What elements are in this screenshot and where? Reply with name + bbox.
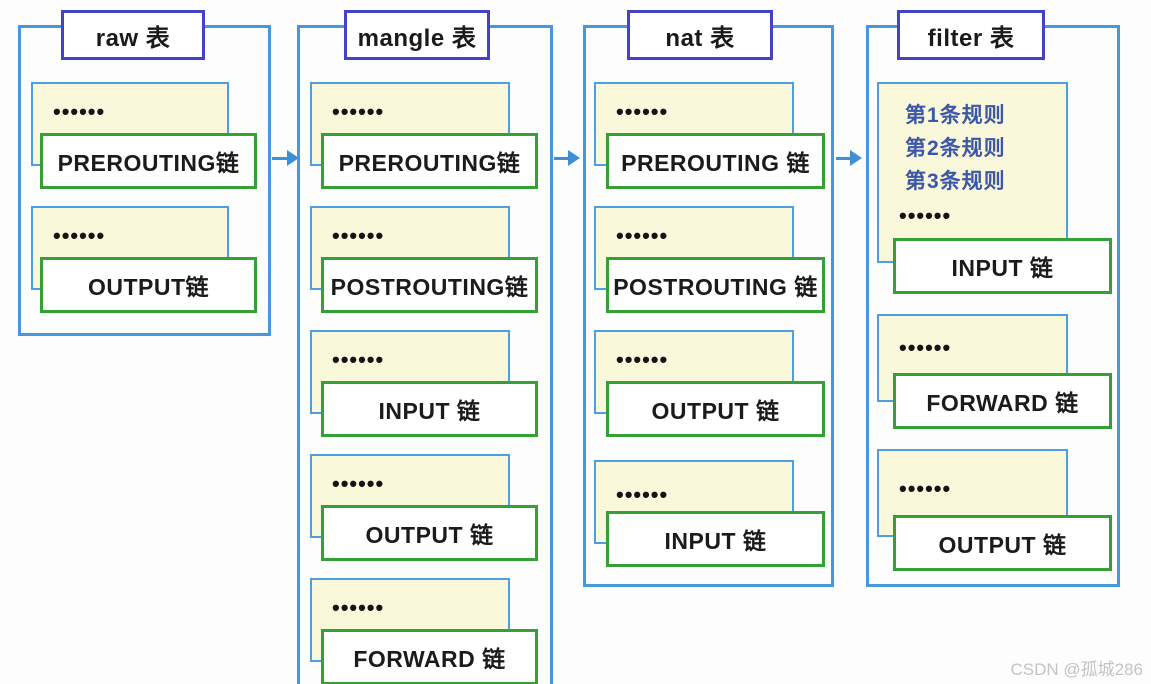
table-title-nat: nat 表: [627, 10, 773, 60]
ellipsis-dots: ••••••: [53, 99, 106, 124]
arrow-stem: [836, 157, 852, 160]
chain-box-input: INPUT 链: [606, 511, 825, 567]
ellipsis-dots: ••••••: [616, 482, 669, 507]
arrow-stem: [272, 157, 289, 160]
arrow-head-icon: [850, 150, 862, 166]
ellipsis-dots: ••••••: [332, 595, 385, 620]
chain-box-output: OUTPUT 链: [893, 515, 1112, 571]
csdn-watermark: CSDN @孤城286: [1010, 660, 1143, 679]
chain-group-filter-forward: •••••• FORWARD 链: [877, 314, 1113, 434]
rule-text-2: 第2条规则: [905, 137, 1006, 160]
flow-arrow-raw-to-mangle: [272, 150, 300, 166]
chain-group-raw-prerouting: •••••• PREROUTING链: [31, 82, 266, 194]
chain-box-output: OUTPUT链: [40, 257, 257, 313]
chain-group-mangle-output: •••••• OUTPUT 链: [310, 454, 542, 566]
chain-group-mangle-input: •••••• INPUT 链: [310, 330, 542, 442]
rules-box: 第1条规则 第2条规则 第3条规则 ••••••: [877, 82, 1068, 263]
chain-group-mangle-prerouting: •••••• PREROUTING链: [310, 82, 542, 194]
ellipsis-dots: ••••••: [332, 347, 385, 372]
chain-group-filter-output: •••••• OUTPUT 链: [877, 449, 1113, 573]
chain-box-output: OUTPUT 链: [321, 505, 538, 561]
chain-group-mangle-postrouting: •••••• POSTROUTING链: [310, 206, 542, 318]
ellipsis-dots: ••••••: [616, 223, 669, 248]
ellipsis-dots: ••••••: [332, 223, 385, 248]
chain-box-prerouting: PREROUTING链: [321, 133, 538, 189]
table-title-raw: raw 表: [61, 10, 205, 60]
arrow-head-icon: [568, 150, 580, 166]
chain-group-raw-output: •••••• OUTPUT链: [31, 206, 266, 318]
arrow-stem: [554, 157, 570, 160]
flow-arrow-mangle-to-nat: [554, 150, 581, 166]
chain-box-prerouting: PREROUTING 链: [606, 133, 825, 189]
chain-box-postrouting: POSTROUTING 链: [606, 257, 825, 313]
chain-group-nat-prerouting: •••••• PREROUTING 链: [594, 82, 828, 194]
ellipsis-dots: ••••••: [616, 347, 669, 372]
chain-box-input: INPUT 链: [321, 381, 538, 437]
chain-group-filter-input: 第1条规则 第2条规则 第3条规则 •••••• INPUT 链: [877, 82, 1113, 296]
ellipsis-dots: ••••••: [899, 335, 952, 360]
rule-text-1: 第1条规则: [905, 104, 1006, 127]
chain-box-postrouting: POSTROUTING链: [321, 257, 538, 313]
ellipsis-dots: ••••••: [899, 203, 952, 228]
chain-group-nat-output: •••••• OUTPUT 链: [594, 330, 828, 442]
table-title-filter: filter 表: [897, 10, 1045, 60]
arrow-head-icon: [287, 150, 299, 166]
ellipsis-dots: ••••••: [53, 223, 106, 248]
chain-box-input: INPUT 链: [893, 238, 1112, 294]
ellipsis-dots: ••••••: [616, 99, 669, 124]
ellipsis-dots: ••••••: [332, 471, 385, 496]
chain-box-prerouting: PREROUTING链: [40, 133, 257, 189]
table-title-mangle: mangle 表: [344, 10, 490, 60]
flow-arrow-nat-to-filter: [836, 150, 863, 166]
chain-box-output: OUTPUT 链: [606, 381, 825, 437]
ellipsis-dots: ••••••: [332, 99, 385, 124]
chain-box-forward: FORWARD 链: [893, 373, 1112, 429]
chain-box-forward: FORWARD 链: [321, 629, 538, 684]
chain-group-nat-input: •••••• INPUT 链: [594, 460, 828, 572]
chain-group-nat-postrouting: •••••• POSTROUTING 链: [594, 206, 828, 318]
chain-group-mangle-forward: •••••• FORWARD 链: [310, 578, 542, 684]
rule-text-3: 第3条规则: [905, 170, 1006, 193]
ellipsis-dots: ••••••: [899, 476, 952, 501]
